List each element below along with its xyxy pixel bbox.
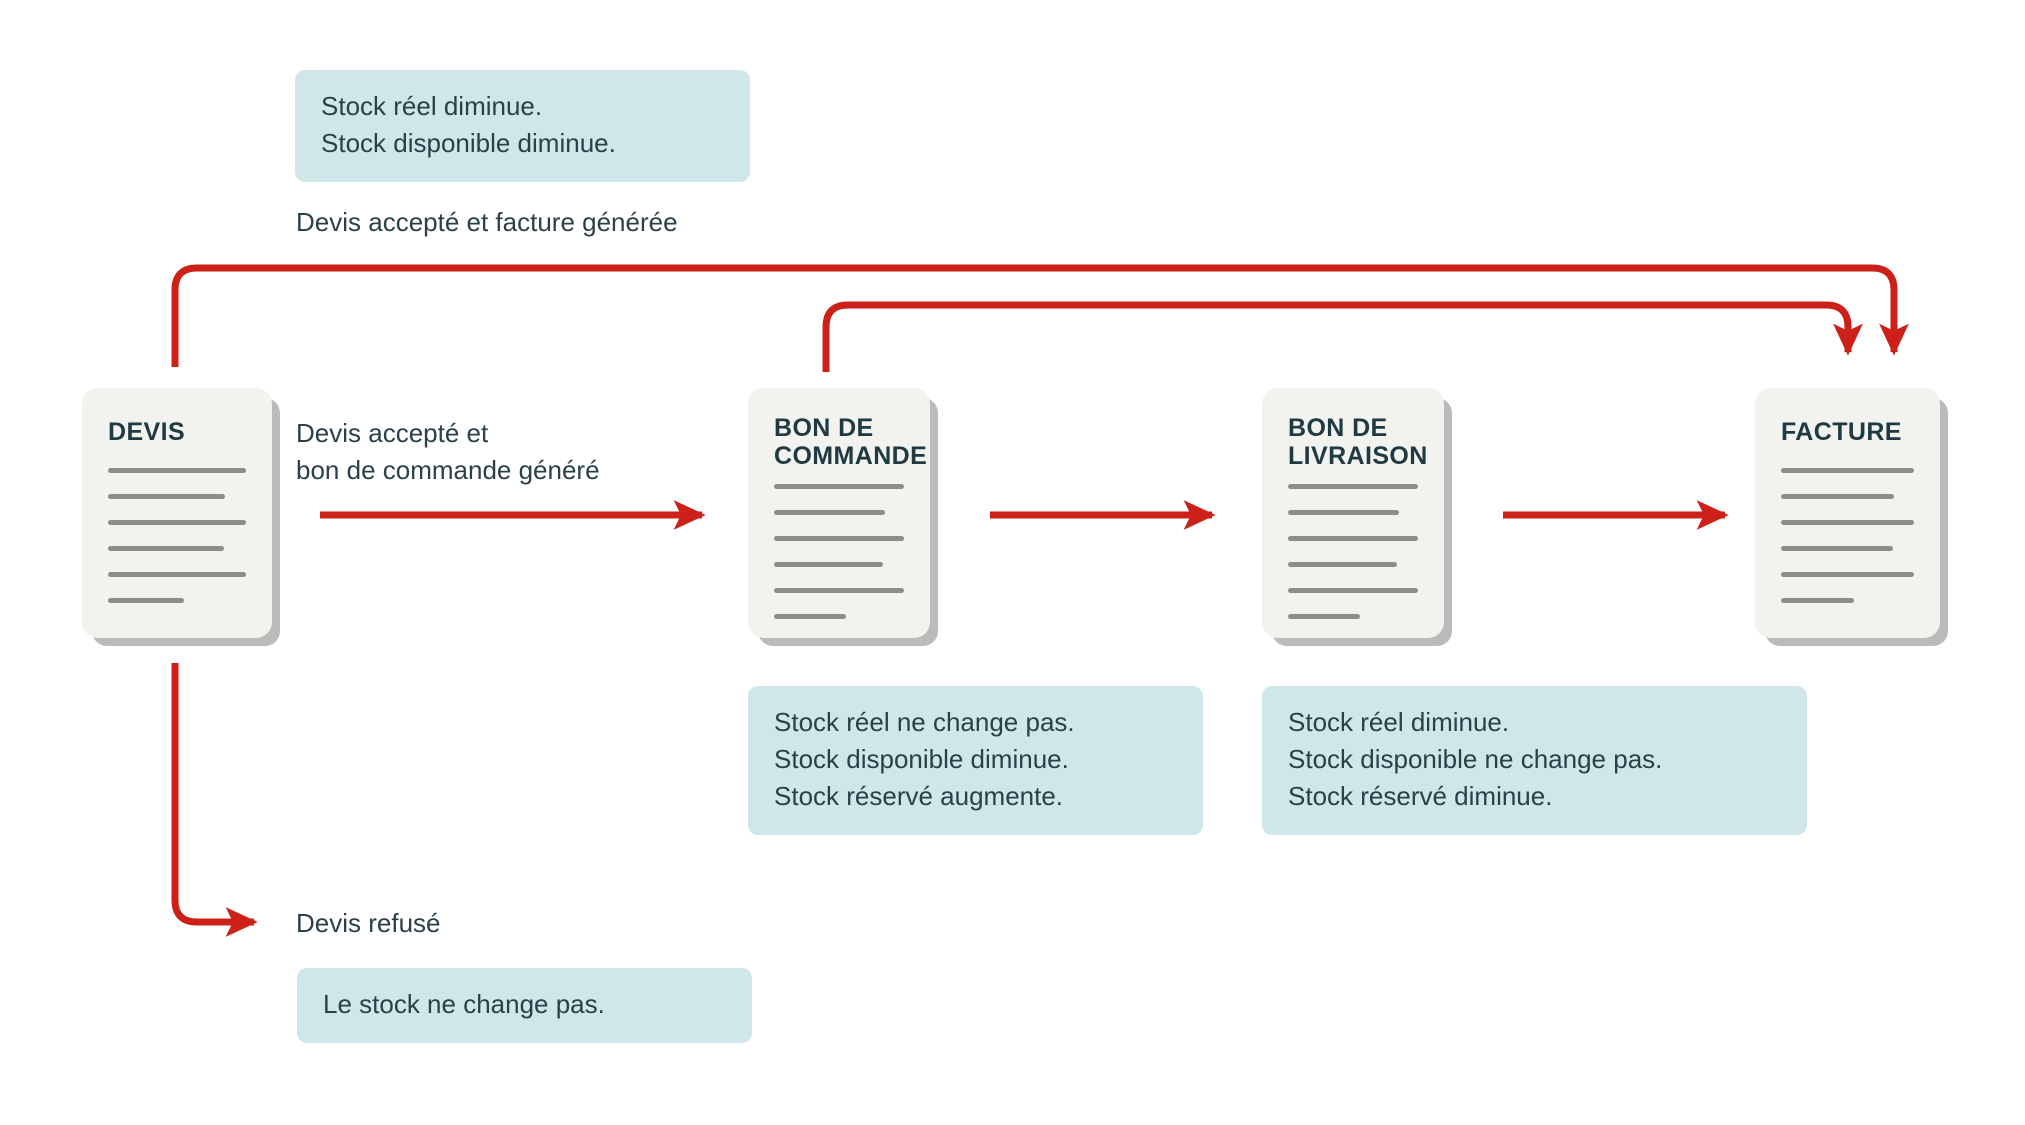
- doc-line: [1288, 510, 1399, 515]
- label-devis-refuse: Devis refusé: [296, 908, 441, 938]
- doc-line: [1781, 598, 1855, 603]
- card-bon-de-commande-title: BON DE COMMANDE: [774, 414, 928, 470]
- callout-text-line: Stock réservé diminue.: [1288, 780, 1553, 811]
- doc-line: [1288, 536, 1418, 541]
- card-facture[interactable]: FACTURE: [1755, 388, 1940, 638]
- card-bon-de-livraison-lines: [1288, 484, 1418, 619]
- label-devis-to-commande: Devis accepté et bon de commande généré: [296, 418, 600, 485]
- callout-text-line: Le stock ne change pas.: [323, 989, 605, 1019]
- card-facture-title: FACTURE: [1781, 418, 1902, 446]
- doc-line: [1781, 468, 1914, 473]
- doc-line: [1288, 614, 1360, 619]
- card-bon-de-livraison-title: BON DE LIVRAISON: [1288, 414, 1428, 470]
- arrow-devis-to-facture: [171, 264, 1909, 367]
- callout-facture-stock: Stock réel diminue. Stock disponible dim…: [295, 70, 750, 182]
- card-facture-lines: [1781, 468, 1914, 603]
- callout-commande-stock: Stock réel ne change pas. Stock disponib…: [748, 686, 1203, 835]
- doc-line: [1781, 520, 1914, 525]
- card-devis-title: DEVIS: [108, 418, 186, 446]
- doc-line: [1288, 588, 1418, 593]
- doc-line: [774, 510, 885, 515]
- doc-line: [774, 614, 846, 619]
- callout-text-line: Stock réservé augmente.: [774, 780, 1064, 811]
- arrow-devis-to-refuse: [171, 663, 258, 937]
- doc-line: [774, 562, 884, 567]
- card-bon-de-commande-lines: [774, 484, 904, 619]
- card-devis-lines: [108, 468, 246, 603]
- card-bon-de-commande[interactable]: BON DE COMMANDE: [748, 388, 930, 638]
- doc-line: [1781, 494, 1895, 499]
- callout-refuse-stock: Le stock ne change pas.: [297, 968, 752, 1043]
- doc-line: [108, 546, 224, 551]
- doc-line: [1781, 546, 1893, 551]
- callout-text-line: Stock réel diminue.: [1288, 707, 1510, 737]
- callout-text-line: Stock réel diminue.: [321, 91, 543, 121]
- doc-line: [108, 494, 226, 499]
- callout-livraison-stock: Stock réel diminue. Stock disponible ne …: [1262, 686, 1807, 835]
- callout-text-line: Stock disponible ne change pas.: [1288, 743, 1663, 774]
- card-bon-de-livraison[interactable]: BON DE LIVRAISON: [1262, 388, 1444, 638]
- doc-line: [108, 598, 184, 603]
- doc-line: [774, 588, 904, 593]
- doc-line: [1288, 484, 1418, 489]
- callout-text-line: Stock disponible diminue.: [774, 743, 1069, 774]
- doc-line: [1288, 562, 1398, 567]
- doc-line: [108, 468, 246, 473]
- doc-line: [774, 536, 904, 541]
- doc-line: [108, 572, 246, 577]
- callout-text-line: Stock disponible diminue.: [321, 127, 616, 158]
- doc-line: [108, 520, 246, 525]
- arrow-commande-to-facture: [822, 301, 1863, 372]
- doc-line: [774, 484, 904, 489]
- doc-line: [1781, 572, 1914, 577]
- callout-text-line: Stock réel ne change pas.: [774, 707, 1075, 737]
- card-devis[interactable]: DEVIS: [82, 388, 272, 638]
- label-devis-to-facture: Devis accepté et facture générée: [296, 207, 678, 237]
